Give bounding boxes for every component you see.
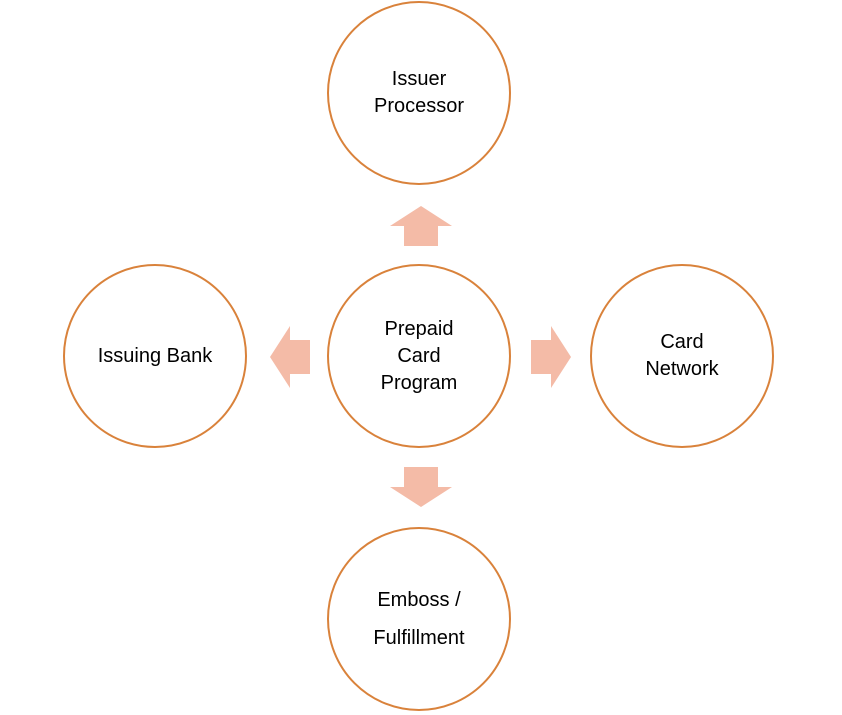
issuing-bank-node: Issuing Bank [63,264,247,448]
issuer-processor-node: Issuer Processor [327,1,511,185]
prepaid-card-program-label: Prepaid Card Program [380,317,458,394]
issuer-processor-label: Issuer Processor [373,68,465,117]
arrow-left-icon [270,326,311,389]
emboss-fulfillment-label: Emboss / Fulfillment [373,589,465,649]
arrow-right-icon [531,326,572,389]
arrow-up-icon [390,206,453,247]
emboss-fulfillment-node: Emboss / Fulfillment [327,527,511,711]
issuing-bank-label: Issuing Bank [97,344,213,367]
prepaid-card-program-node: Prepaid Card Program [327,264,511,448]
card-network-label: Card Network [645,331,719,380]
card-network-node: Card Network [590,264,774,448]
arrow-down-icon [390,467,453,508]
